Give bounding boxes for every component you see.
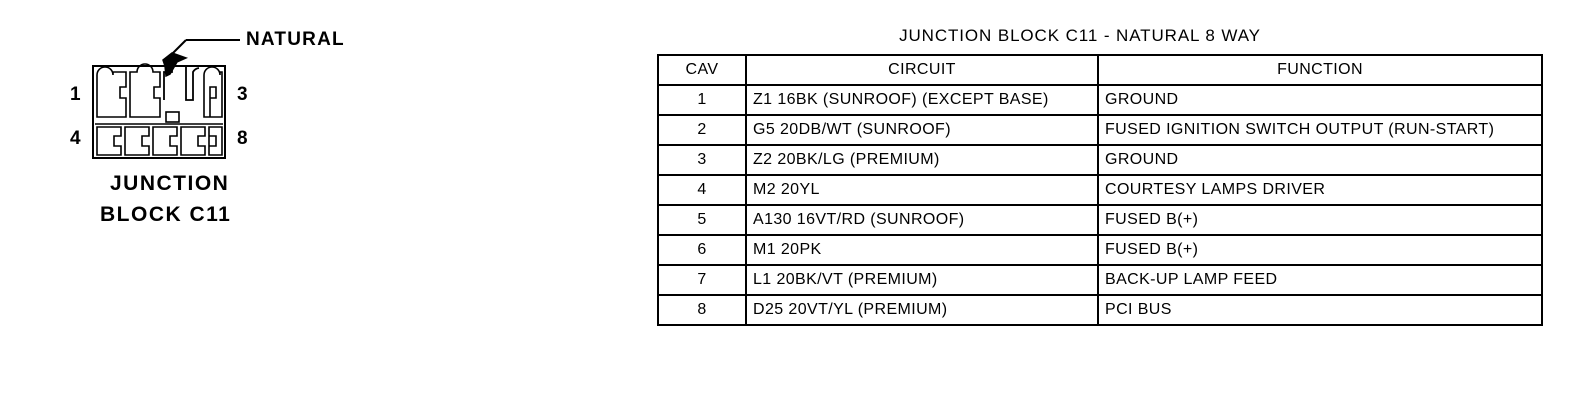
figure-caption-line-1: JUNCTION <box>110 172 230 195</box>
table-row: 5 A130 16VT/RD (SUNROOF) FUSED B(+) <box>657 204 1543 236</box>
cell-circuit: G5 20DB/WT (SUNROOF) <box>745 114 1099 146</box>
pin-label-bottom-left: 4 <box>70 128 82 149</box>
table-row: 3 Z2 20BK/LG (PREMIUM) GROUND <box>657 144 1543 176</box>
cavity-3 <box>203 66 223 118</box>
connector-drawing <box>92 39 240 159</box>
cell-function: GROUND <box>1097 144 1543 176</box>
cavity-8 <box>208 126 223 156</box>
cell-circuit: Z2 20BK/LG (PREMIUM) <box>745 144 1099 176</box>
table-row: 7 L1 20BK/VT (PREMIUM) BACK-UP LAMP FEED <box>657 264 1543 296</box>
table-row: 4 M2 20YL COURTESY LAMPS DRIVER <box>657 174 1543 206</box>
pin-label-top-right: 3 <box>237 84 249 105</box>
cell-function: COURTESY LAMPS DRIVER <box>1097 174 1543 206</box>
cell-circuit: D25 20VT/YL (PREMIUM) <box>745 294 1099 326</box>
natural-callout-leader <box>162 39 240 78</box>
cell-function: FUSED B(+) <box>1097 204 1543 236</box>
cell-cav: 1 <box>657 84 747 116</box>
cell-cav: 5 <box>657 204 747 236</box>
pin-label-top-left: 1 <box>70 84 82 105</box>
cavity-2 <box>129 63 161 118</box>
cell-circuit: L1 20BK/VT (PREMIUM) <box>745 264 1099 296</box>
keying-notch <box>163 66 200 101</box>
column-header-circuit: CIRCUIT <box>745 54 1099 86</box>
natural-arrowhead <box>162 52 189 78</box>
cavity-table: CAV CIRCUIT FUNCTION 1 Z1 16BK (SUNROOF)… <box>657 54 1543 326</box>
cavity-4 <box>96 126 122 156</box>
cell-cav: 2 <box>657 114 747 146</box>
column-header-cav: CAV <box>657 54 747 86</box>
column-header-function: FUNCTION <box>1097 54 1543 86</box>
table-body: 1 Z1 16BK (SUNROOF) (EXCEPT BASE) GROUND… <box>657 84 1543 326</box>
table-header-row: CAV CIRCUIT FUNCTION <box>657 54 1543 86</box>
connector-figure: NATURAL 1 4 3 8 JUNCTION BLOCK C11 <box>0 0 420 408</box>
cell-circuit: M1 20PK <box>745 234 1099 266</box>
cell-cav: 6 <box>657 234 747 266</box>
table-row: 2 G5 20DB/WT (SUNROOF) FUSED IGNITION SW… <box>657 114 1543 146</box>
pin-label-bottom-right: 8 <box>237 128 249 149</box>
table-row: 6 M1 20PK FUSED B(+) <box>657 234 1543 266</box>
cell-cav: 8 <box>657 294 747 326</box>
cell-cav: 4 <box>657 174 747 206</box>
cell-function: BACK-UP LAMP FEED <box>1097 264 1543 296</box>
natural-label: NATURAL <box>246 29 345 50</box>
cell-function: GROUND <box>1097 84 1543 116</box>
cavity-6 <box>152 126 178 156</box>
connector-housing <box>92 63 226 159</box>
alignment-mark <box>165 111 180 123</box>
cavity-1 <box>96 66 127 118</box>
cell-function: FUSED B(+) <box>1097 234 1543 266</box>
cell-circuit: M2 20YL <box>745 174 1099 206</box>
cavity-table-region: JUNCTION BLOCK C11 - NATURAL 8 WAY CAV C… <box>657 26 1543 326</box>
cell-function: FUSED IGNITION SWITCH OUTPUT (RUN-START) <box>1097 114 1543 146</box>
table-row: 8 D25 20VT/YL (PREMIUM) PCI BUS <box>657 294 1543 326</box>
cell-cav: 3 <box>657 144 747 176</box>
cell-cav: 7 <box>657 264 747 296</box>
cell-circuit: Z1 16BK (SUNROOF) (EXCEPT BASE) <box>745 84 1099 116</box>
table-title: JUNCTION BLOCK C11 - NATURAL 8 WAY <box>899 26 1261 45</box>
cavity-5 <box>124 126 150 156</box>
table-row: 1 Z1 16BK (SUNROOF) (EXCEPT BASE) GROUND <box>657 84 1543 116</box>
cell-circuit: A130 16VT/RD (SUNROOF) <box>745 204 1099 236</box>
cavity-7 <box>180 126 206 156</box>
cell-function: PCI BUS <box>1097 294 1543 326</box>
figure-caption-line-2: BLOCK C11 <box>100 203 232 226</box>
